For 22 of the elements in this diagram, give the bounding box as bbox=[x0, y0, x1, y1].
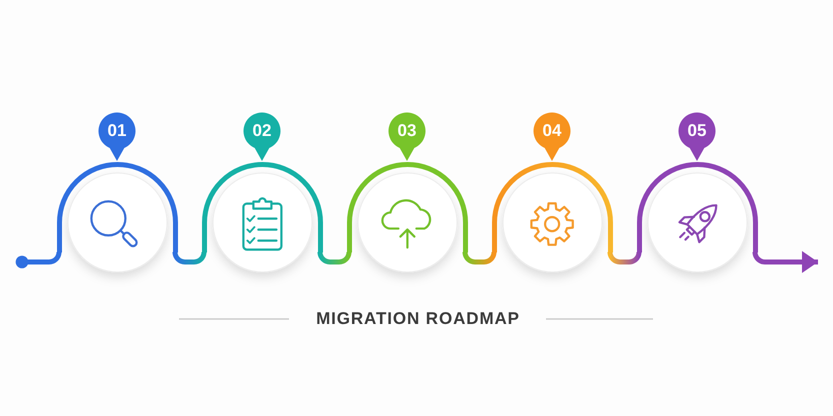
connector-line bbox=[462, 250, 496, 264]
connector-line bbox=[16, 250, 62, 268]
step-pin bbox=[243, 112, 281, 161]
connector-line bbox=[172, 250, 206, 264]
step-number: 03 bbox=[396, 121, 418, 141]
diagram-title: MIGRATION ROADMAP bbox=[316, 309, 520, 329]
step-pin bbox=[533, 112, 571, 161]
connector-line bbox=[318, 250, 352, 264]
step-circle bbox=[346, 162, 468, 272]
step-pin bbox=[678, 112, 716, 161]
step-circle bbox=[636, 162, 758, 272]
step-circle bbox=[492, 162, 612, 272]
step-pin bbox=[98, 112, 136, 161]
arrow bbox=[752, 251, 818, 273]
connector-line bbox=[608, 250, 642, 264]
step-number: 01 bbox=[106, 121, 128, 141]
step-number: 05 bbox=[686, 121, 708, 141]
step-number: 04 bbox=[542, 121, 562, 141]
step-circle bbox=[202, 162, 322, 272]
step-number: 02 bbox=[252, 121, 272, 141]
step-circle bbox=[56, 162, 178, 272]
step-pin bbox=[388, 112, 426, 161]
